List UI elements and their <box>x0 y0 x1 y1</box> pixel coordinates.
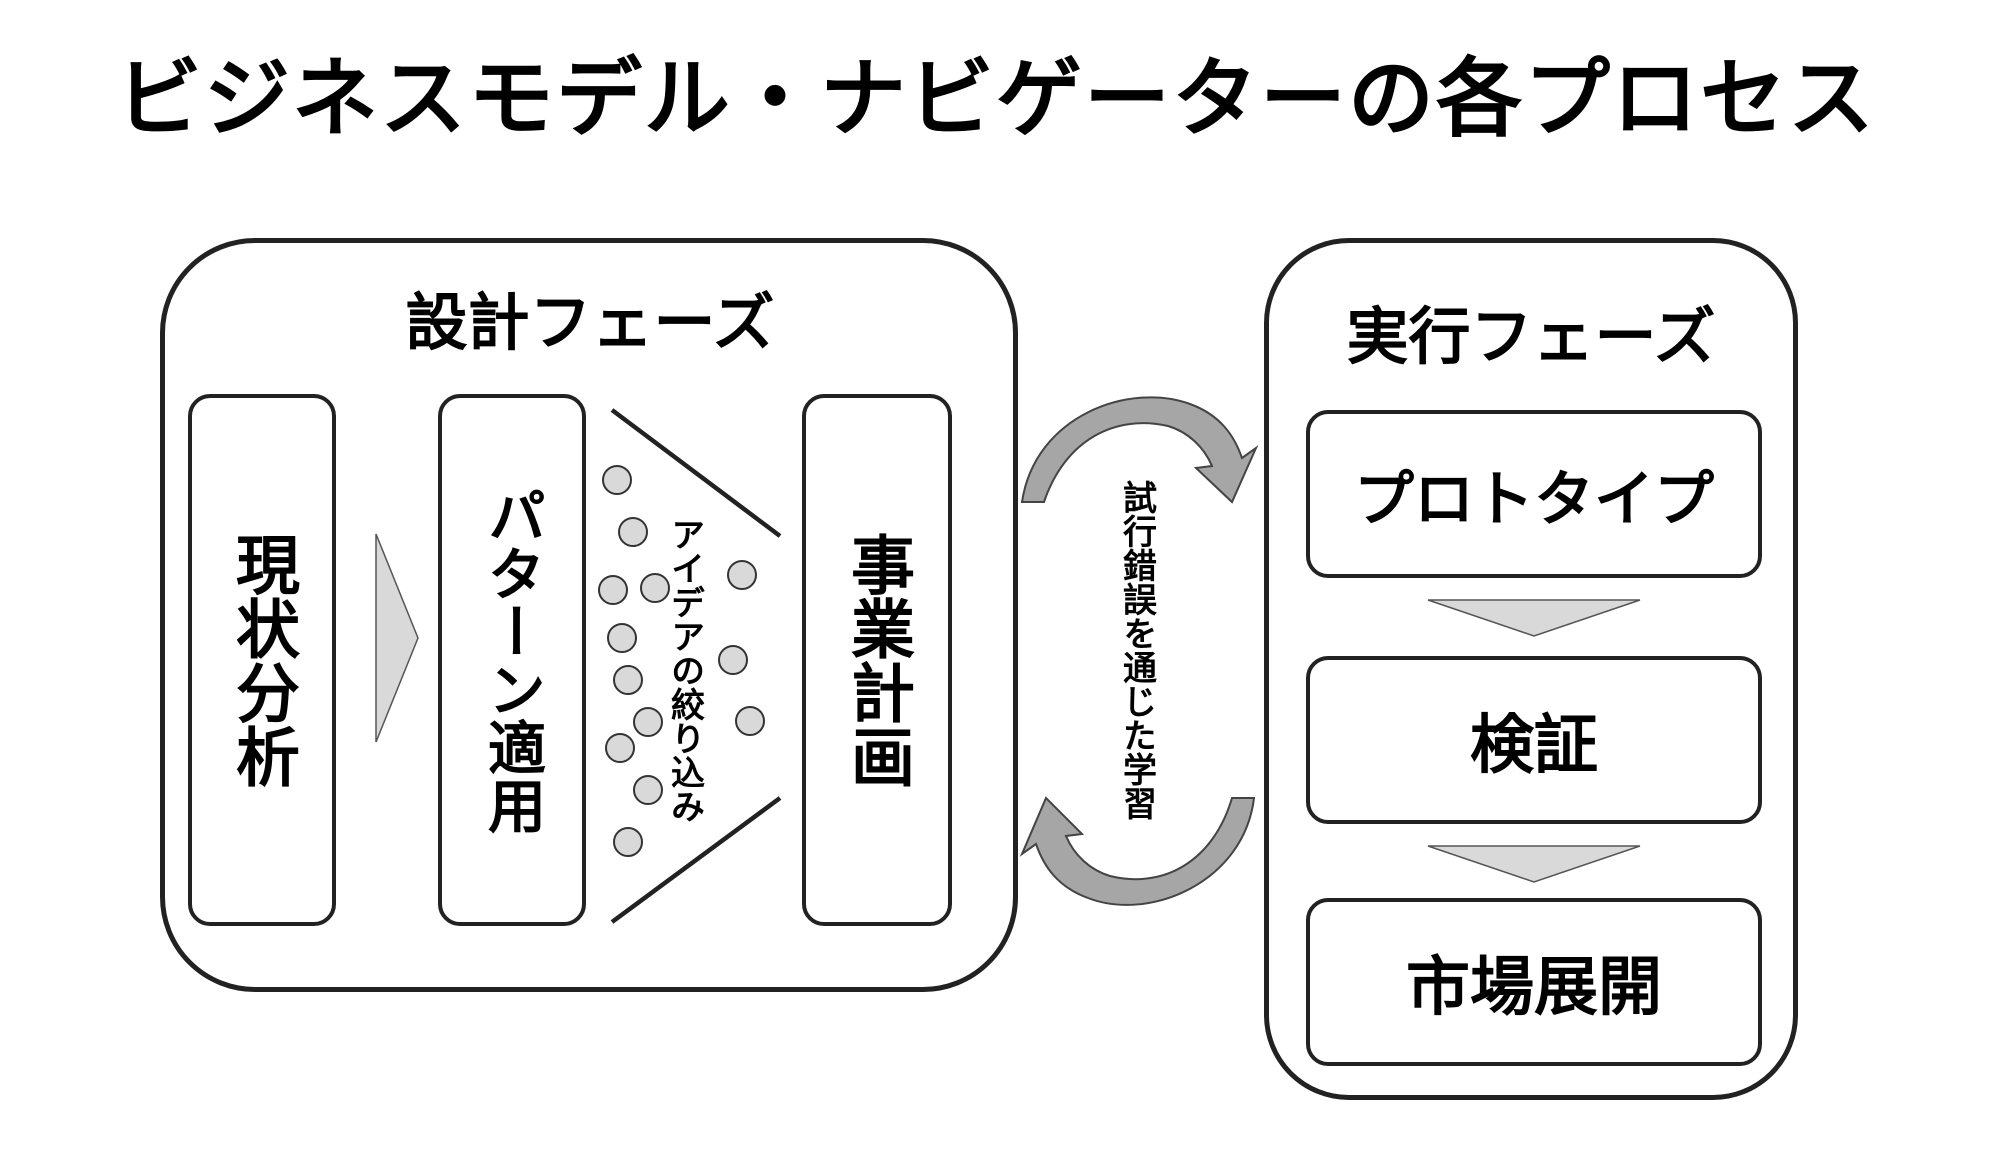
idea-circle <box>605 733 635 763</box>
design-phase-title: 設計フェーズ <box>405 286 775 359</box>
idea-circle <box>607 623 637 653</box>
idea-circle <box>618 517 648 547</box>
diagram-title: ビジネスモデル・ナビゲーターの各プロセス <box>116 49 1876 149</box>
funnel-line-top <box>610 408 782 538</box>
idea-circle <box>633 775 663 805</box>
step-arrow-down-1 <box>1427 599 1641 637</box>
idea-circle <box>602 465 632 495</box>
idea-circle <box>633 707 663 737</box>
idea-circle <box>613 827 643 857</box>
step-current-analysis: 現状分析 <box>188 394 336 926</box>
step-market-launch: 市場展開 <box>1306 898 1762 1066</box>
step-arrow-down-2 <box>1427 845 1641 883</box>
idea-circle <box>727 560 757 590</box>
step-verification: 検証 <box>1306 656 1762 824</box>
feedback-label: 試行錯誤を通じた学習 <box>1116 480 1157 820</box>
execution-phase-title: 実行フェーズ <box>1346 300 1716 373</box>
step-prototype: プロトタイプ <box>1306 410 1762 578</box>
idea-circle <box>718 645 748 675</box>
idea-circle <box>613 665 643 695</box>
step-arrow-1 <box>375 533 419 743</box>
idea-circle <box>735 706 765 736</box>
idea-circles <box>598 465 765 857</box>
idea-circle <box>598 575 628 605</box>
step-pattern-application: パターン適用 <box>438 394 586 926</box>
funnel-label: アイデアの絞り込み <box>664 517 705 823</box>
step-business-plan: 事業計画 <box>802 394 952 926</box>
curved-arrow-forward <box>1020 396 1259 504</box>
funnel-line-bottom <box>610 796 782 924</box>
idea-circle <box>640 573 670 603</box>
curved-arrow-backward <box>1019 796 1256 906</box>
